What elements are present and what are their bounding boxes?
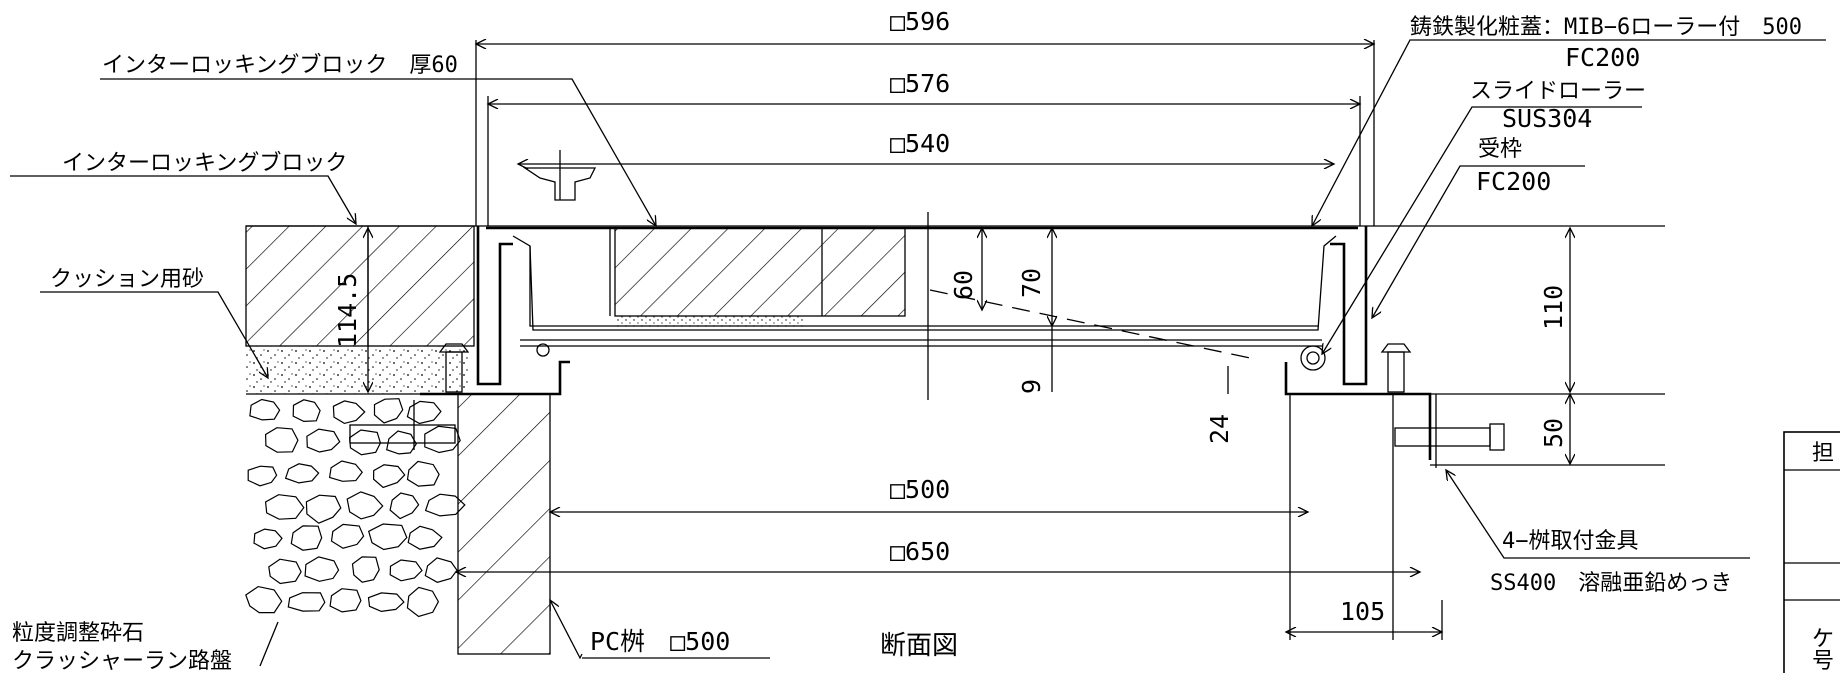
gravel-stone — [367, 523, 408, 551]
dim-24: 24 — [1205, 414, 1234, 444]
dim-110: 110 — [1539, 285, 1568, 330]
cushion-sand-layer — [246, 346, 468, 395]
gravel-stone — [389, 492, 420, 520]
gravel-stone — [406, 460, 440, 487]
gravel-stone — [249, 398, 281, 421]
gravel-stone — [328, 460, 363, 482]
label-pc-box: PC桝 □500 — [590, 627, 730, 656]
gravel-stone — [407, 525, 443, 550]
gravel-stone — [292, 399, 321, 423]
label-interlocking-60: インターロッキングブロック 厚60 — [102, 53, 458, 78]
gravel-stone — [406, 400, 442, 425]
gravel-stone — [304, 556, 340, 582]
label-cover-1: 鋳鉄製化粧蓋：MIB−6ローラー付 500 — [1410, 15, 1802, 40]
label-gravel-1: 粒度調整砕石 — [12, 621, 144, 646]
left-precast-wall — [457, 393, 551, 655]
gravel-stone — [424, 493, 466, 517]
table-cell-1: 担 — [1812, 441, 1834, 466]
label-frame-2: FC200 — [1476, 167, 1551, 196]
gravel-stone — [268, 558, 302, 585]
gravel-stone — [247, 465, 278, 487]
label-bracket-1: 4−桝取付金具 — [1502, 529, 1639, 554]
gravel-stone — [373, 398, 404, 424]
gravel-stone — [332, 400, 366, 425]
gravel-base — [245, 398, 466, 618]
gravel-stone — [346, 491, 384, 520]
dim-114-5: 114.5 — [333, 273, 362, 348]
label-roller-2: SUS304 — [1502, 104, 1592, 133]
label-cover-2: FC200 — [1565, 43, 1640, 72]
gravel-stone — [406, 586, 440, 618]
dim-500: □500 — [890, 475, 950, 504]
gravel-stone — [351, 556, 380, 583]
cover-assembly — [349, 150, 1505, 468]
drawing-title: 断面図 — [880, 631, 958, 661]
gravel-stone — [372, 464, 406, 489]
gravel-stone — [329, 588, 362, 613]
label-frame-1: 受枠 — [1478, 137, 1522, 162]
dim-650: □650 — [890, 537, 950, 566]
dimension-lines — [368, 40, 1570, 640]
gravel-stone — [424, 557, 458, 583]
gravel-stone — [306, 428, 341, 453]
label-gravel-2: クラッシャーラン路盤 — [12, 649, 232, 673]
label-bracket-2: SS400 溶融亜鉛めっき — [1490, 571, 1732, 596]
dim-70: 70 — [1017, 268, 1046, 298]
label-cushion-sand: クッション用砂 — [50, 267, 204, 292]
gravel-stone — [424, 425, 461, 454]
table-cell-2: ケ — [1812, 627, 1834, 652]
gravel-stone — [284, 463, 320, 484]
gravel-stone — [305, 494, 342, 524]
label-interlocking: インターロッキングブロック — [62, 151, 347, 176]
gravel-stone — [389, 559, 423, 582]
leader-lines — [10, 39, 1826, 667]
dim-596: □596 — [890, 7, 950, 36]
dim-9: 9 — [1017, 379, 1046, 394]
table-cell-3: 号 — [1812, 649, 1834, 673]
dim-105: 105 — [1340, 597, 1385, 626]
gravel-stone — [287, 592, 326, 612]
dim-576: □576 — [890, 69, 950, 98]
gravel-stone — [253, 528, 283, 550]
gravel-stone — [264, 494, 305, 520]
gravel-stone — [245, 585, 283, 614]
gravel-stone — [264, 427, 299, 453]
label-roller-1: スライドローラー — [1470, 79, 1646, 104]
gravel-stone — [367, 592, 405, 613]
gravel-stone — [290, 525, 323, 551]
gravel-stone — [330, 523, 365, 549]
dim-50: 50 — [1539, 418, 1568, 448]
right-wall-lines — [1289, 393, 1665, 640]
gravel-stone — [386, 430, 418, 455]
dim-60: 60 — [949, 270, 978, 300]
dim-540: □540 — [890, 129, 950, 158]
